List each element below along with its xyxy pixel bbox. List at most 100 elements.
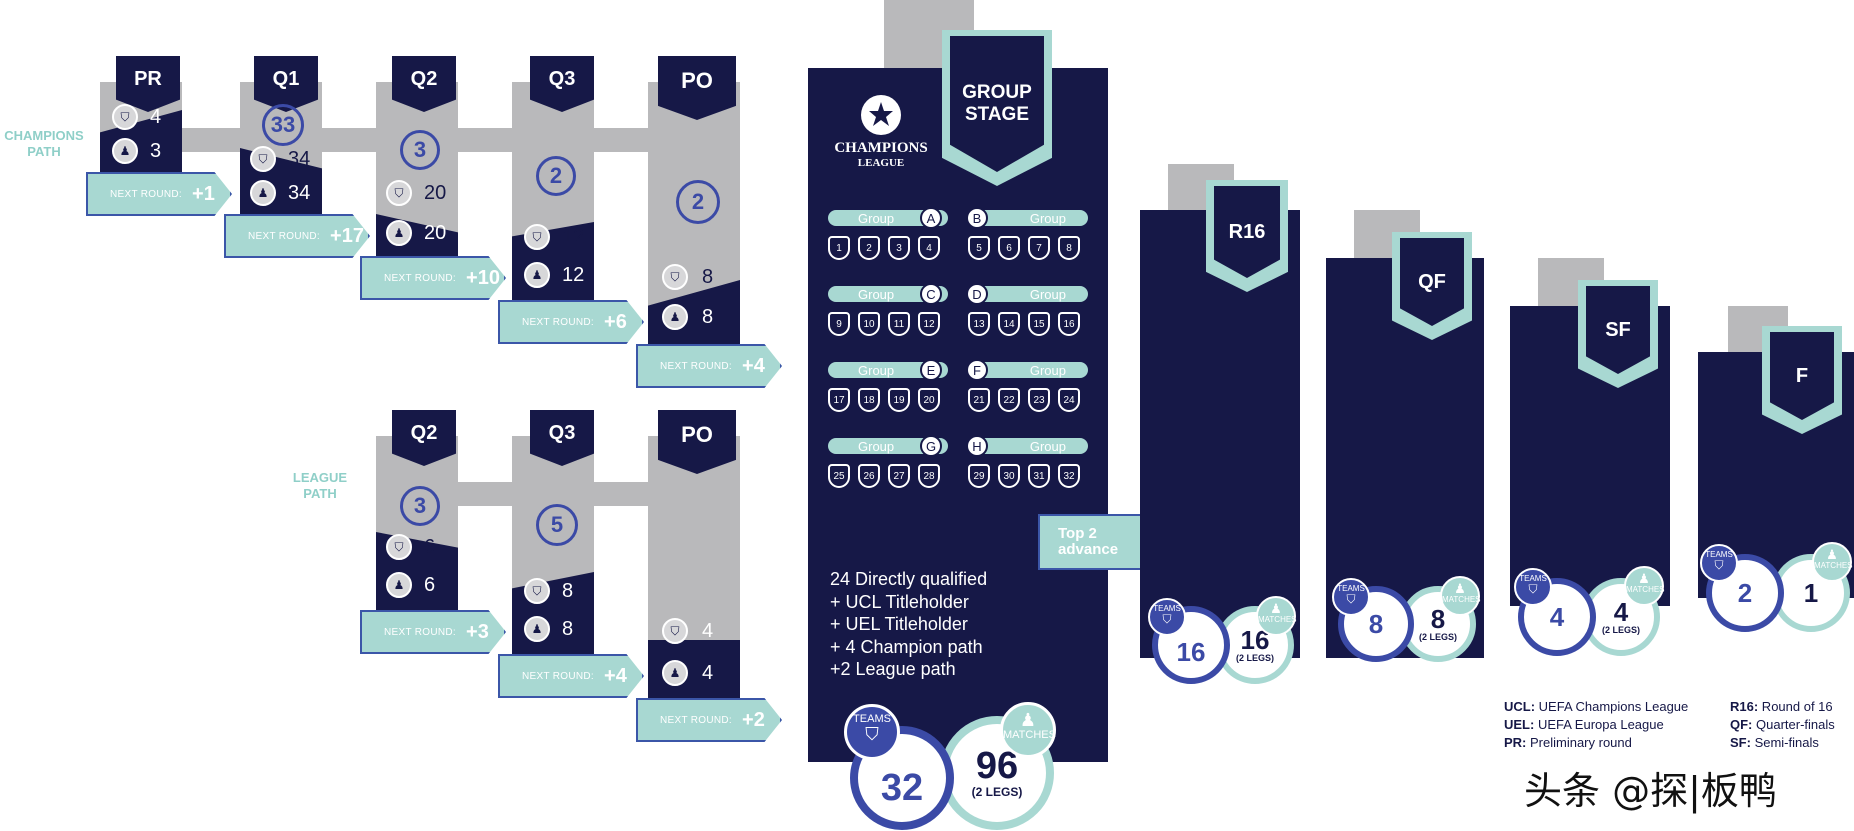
teams-count: 4: [150, 106, 162, 128]
tab-q2: Q2: [392, 56, 456, 112]
starball-icon: [861, 95, 901, 135]
qualified-list: 24 Directly qualified + UCL Titleholder …: [830, 569, 988, 679]
r16-panel: [1140, 210, 1300, 658]
matches-count: 3: [150, 140, 162, 162]
entrants-circle: 3: [400, 486, 440, 526]
matches-badge: ♟ MATCHES: [1000, 702, 1056, 758]
teams-icon: ⛉: [250, 146, 276, 172]
team-slot-shield: 16: [1058, 312, 1080, 336]
teams-count: 4: [702, 620, 714, 642]
team-slot-shield: 21: [968, 388, 990, 412]
team-slot-shield: 20: [918, 388, 940, 412]
matches-badge: ♟MATCHES: [1256, 596, 1297, 636]
tab-q3: Q3: [530, 56, 594, 112]
team-slot-shield: 17: [828, 388, 850, 412]
next-round-arrow-pr: NEXT ROUND: +1: [86, 172, 232, 216]
next-round-arrow-po: NEXT ROUND: +4: [636, 344, 782, 388]
legend-right: R16: Round of 16 QF: Quarter-finals SF: …: [1730, 699, 1835, 750]
group-label-bar: Group: [828, 438, 948, 454]
team-slot-shield: 11: [888, 312, 910, 336]
group-label-bar: Group: [828, 362, 948, 378]
group-label-bar: Group: [968, 438, 1088, 454]
team-slot-shield: 7: [1028, 236, 1050, 260]
teams-icon: ⛉: [524, 578, 550, 604]
entrants-circle: 33: [262, 104, 304, 146]
group-stage-banner: GROUP STAGE: [942, 30, 1052, 186]
matches-count: 8: [702, 306, 714, 328]
group-label-bar: Group: [968, 210, 1088, 226]
team-slot-shield: 25: [828, 464, 850, 488]
next-round-arrow-q3: NEXT ROUND: +6: [498, 300, 644, 344]
group-letter: C: [920, 283, 942, 305]
teams-icon: ⛉: [386, 534, 412, 560]
team-slot-shield: 3: [888, 236, 910, 260]
teams-count: 8: [562, 580, 574, 602]
qf-teams-circle: 8: [1338, 586, 1414, 662]
group-label-bar: Group: [968, 286, 1088, 302]
team-slot-shield: 12: [918, 312, 940, 336]
teams-icon: ⛉: [865, 724, 879, 744]
matches-count: 20: [424, 222, 447, 244]
teams-badge: TEAMS⛉: [1148, 598, 1186, 636]
teams-icon: ⛉: [662, 618, 688, 644]
team-slot-shield: 27: [888, 464, 910, 488]
group-letter: G: [920, 435, 942, 457]
matches-icon: ♟: [250, 180, 276, 206]
group-letter: E: [920, 359, 942, 381]
team-slot-shield: 15: [1028, 312, 1050, 336]
team-slot-shield: 24: [1058, 388, 1080, 412]
champions-path-label: CHAMPIONS PATH: [4, 128, 84, 159]
group-letter: H: [966, 435, 988, 457]
matches-icon: ♟: [1019, 710, 1037, 730]
r16-banner: R16: [1206, 180, 1288, 292]
champions-league-logo: CHAMPIONS LEAGUE: [826, 90, 936, 186]
team-slot-shield: 23: [1028, 388, 1050, 412]
entrants-circle: 3: [400, 130, 440, 170]
matches-badge: ♟MATCHES: [1812, 542, 1853, 582]
teams-count: 34: [288, 148, 311, 170]
teams-icon: ⛉: [1528, 582, 1538, 596]
matches-icon: ♟: [524, 262, 550, 288]
tab-pr: PR: [116, 56, 180, 112]
team-slot-shield: 8: [1058, 236, 1080, 260]
team-slot-shield: 22: [998, 388, 1020, 412]
league-path-label: LEAGUE PATH: [292, 470, 348, 501]
entrants-circle: 2: [676, 180, 720, 224]
teams-icon: ⛉: [1714, 558, 1724, 572]
team-slot-shield: 31: [1028, 464, 1050, 488]
teams-icon: ⛉: [112, 104, 138, 130]
group-label-bar: Group: [828, 286, 948, 302]
matches-badge: ♟MATCHES: [1624, 566, 1665, 606]
matches-count: 34: [288, 182, 311, 204]
teams-icon: ⛉: [662, 264, 688, 290]
team-slot-shield: 32: [1058, 464, 1080, 488]
legend-left: UCL: UEFA Champions League UEL: UEFA Eur…: [1504, 699, 1689, 750]
teams-icon: ⛉: [386, 180, 412, 206]
entrants-circle: 2: [536, 156, 576, 196]
tab-league-q3: Q3: [530, 410, 594, 466]
teams-count: 12: [562, 226, 585, 248]
matches-icon: ♟: [662, 660, 688, 686]
teams-icon: ⛉: [1346, 592, 1356, 606]
matches-icon: ♟: [1270, 601, 1282, 616]
group-stage-panel: [808, 68, 1108, 762]
teams-icon: ⛉: [1162, 612, 1172, 626]
sf-banner: SF: [1578, 280, 1658, 388]
matches-count: 12: [562, 264, 585, 286]
team-slot-shield: 28: [918, 464, 940, 488]
next-round-arrow-league-q2: NEXT ROUND: +3: [360, 610, 506, 654]
tab-po: PO: [658, 56, 736, 120]
teams-count: 20: [424, 182, 447, 204]
matches-icon: ♟: [386, 572, 412, 598]
teams-badge: TEAMS⛉: [1332, 578, 1370, 616]
group-label-bar: Group: [828, 210, 948, 226]
matches-icon: ♟: [386, 220, 412, 246]
tab-league-po: PO: [658, 410, 736, 474]
qf-banner: QF: [1392, 232, 1472, 340]
matches-count: 4: [702, 662, 714, 684]
matches-icon: ♟: [1638, 571, 1650, 586]
team-slot-shield: 26: [858, 464, 880, 488]
teams-badge: TEAMS⛉: [1700, 544, 1738, 582]
teams-count: 6: [424, 536, 436, 558]
matches-icon: ♟: [1826, 547, 1838, 562]
